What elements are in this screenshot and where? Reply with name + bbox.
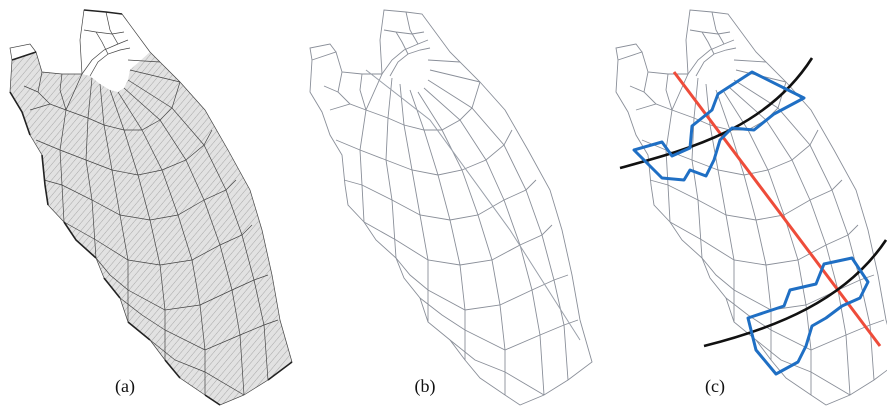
panel-label-b: (b) xyxy=(415,376,436,397)
panel-label-a: (a) xyxy=(115,376,135,397)
highlight-cells-upper xyxy=(632,70,806,182)
panel-b-plain-mesh xyxy=(309,9,593,406)
boundary-ticks xyxy=(9,9,293,406)
panel-c-highlighted-mesh xyxy=(615,9,887,406)
panel-label-c: (c) xyxy=(705,376,725,397)
diagonal-line xyxy=(365,69,581,341)
highlight-cells-lower xyxy=(746,256,870,376)
panel-a-hatched-mesh xyxy=(9,9,293,406)
red-line xyxy=(672,71,882,347)
black-arc-lower xyxy=(703,239,887,348)
